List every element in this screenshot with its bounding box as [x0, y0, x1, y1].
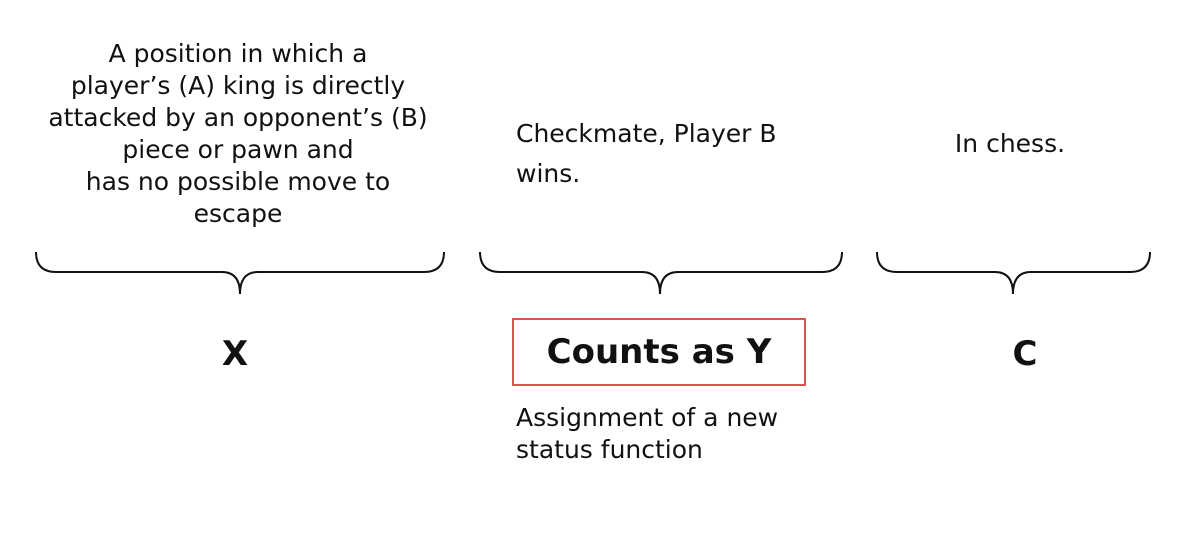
counts-as-y-box: Counts as Y	[512, 318, 806, 386]
brace-c	[876, 251, 1151, 295]
y-description: Checkmate, Player B wins.	[516, 119, 777, 188]
c-label: C	[1012, 334, 1038, 374]
y-label: Counts as Y	[546, 332, 772, 372]
c-description: In chess.	[954, 129, 1066, 158]
x-label: X	[221, 334, 249, 374]
x-description: A position in which a player’s (A) king …	[48, 39, 428, 228]
brace-x	[35, 251, 445, 295]
brace-y	[479, 251, 843, 295]
y-note: Assignment of a new status function	[516, 403, 779, 464]
